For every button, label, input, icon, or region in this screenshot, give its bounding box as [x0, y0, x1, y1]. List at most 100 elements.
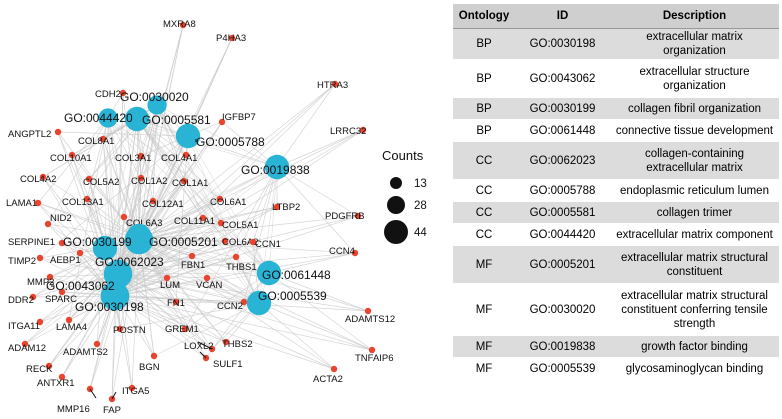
gene-label: GREM1 — [165, 324, 199, 335]
cell-description: endoplasmic reticulum lumen — [610, 179, 779, 202]
network-edge — [138, 83, 336, 241]
gene-node[interactable] — [180, 177, 188, 185]
gene-node[interactable] — [45, 362, 53, 370]
gene-node[interactable] — [228, 34, 236, 42]
gene-node[interactable] — [34, 199, 42, 207]
gene-node[interactable] — [120, 213, 128, 221]
gene-node[interactable] — [216, 195, 224, 203]
gene-node[interactable] — [199, 214, 207, 222]
gene-node[interactable] — [58, 373, 66, 381]
gene-node[interactable] — [128, 384, 136, 392]
network-edge — [138, 206, 278, 237]
gene-node[interactable] — [359, 126, 367, 134]
network-edge — [61, 239, 140, 293]
gene-label: COL5A1 — [222, 220, 258, 231]
legend-circle-large — [384, 220, 408, 244]
go-term-node[interactable] — [147, 95, 167, 115]
gene-node[interactable] — [351, 249, 359, 257]
network-edge — [138, 235, 260, 304]
gene-node[interactable] — [58, 288, 66, 296]
network-edge — [117, 273, 213, 350]
gene-node[interactable] — [93, 340, 101, 348]
network-edge — [104, 117, 109, 249]
gene-node[interactable] — [54, 128, 62, 136]
gene-node[interactable] — [179, 21, 187, 29]
network-edge — [48, 295, 116, 367]
network-edge — [117, 273, 373, 351]
cell-description: extracellular matrix component — [610, 223, 779, 246]
go-term-node[interactable] — [100, 281, 130, 311]
go-term-label: GO:0061448 — [262, 268, 331, 282]
gene-node[interactable] — [44, 220, 52, 228]
gene-label: MMP16 — [57, 404, 90, 415]
gene-node[interactable] — [163, 274, 171, 282]
gene-node[interactable] — [65, 316, 73, 324]
gene-node[interactable] — [99, 135, 107, 143]
gene-node[interactable] — [85, 175, 93, 183]
gene-node[interactable] — [249, 238, 257, 246]
go-term-node[interactable] — [264, 154, 290, 180]
gene-node[interactable] — [68, 151, 76, 159]
go-term-label: GO:0030199 — [63, 235, 132, 249]
gene-label: SERPINE1 — [8, 237, 55, 248]
go-term-node[interactable] — [124, 106, 150, 132]
gene-node[interactable] — [36, 318, 44, 326]
gene-node[interactable] — [232, 253, 240, 261]
gene-node[interactable] — [76, 249, 84, 257]
gene-label: ANTXR1 — [37, 378, 74, 389]
gene-node[interactable] — [83, 195, 91, 203]
gene-label: COL6A1 — [210, 197, 246, 208]
gene-node[interactable] — [330, 365, 338, 373]
gene-node[interactable] — [137, 174, 145, 182]
cell-description: extracellular structure organization — [610, 59, 779, 98]
gene-node[interactable] — [116, 325, 124, 333]
network-edge — [136, 118, 270, 274]
gene-node[interactable] — [354, 212, 362, 220]
gene-node[interactable] — [181, 325, 189, 333]
gene-node[interactable] — [29, 293, 37, 301]
go-term-label: GO:0043062 — [46, 279, 115, 293]
gene-node[interactable] — [218, 118, 226, 126]
go-term-node[interactable] — [126, 223, 152, 249]
gene-node[interactable] — [182, 151, 190, 159]
go-term-node[interactable] — [175, 123, 201, 149]
go-term-node[interactable] — [98, 108, 118, 128]
go-term-node[interactable] — [92, 235, 118, 261]
gene-node[interactable] — [149, 197, 157, 205]
go-term-node[interactable] — [256, 260, 282, 286]
gene-node[interactable] — [217, 219, 225, 227]
gene-label: COL4A1 — [161, 153, 197, 164]
gene-node[interactable] — [46, 273, 54, 281]
gene-node[interactable] — [58, 239, 66, 247]
go-term-node[interactable] — [246, 290, 272, 316]
gene-node[interactable] — [368, 346, 376, 354]
network-edge — [138, 206, 278, 241]
gene-node[interactable] — [364, 307, 372, 315]
network-edge — [104, 104, 158, 249]
gene-node[interactable] — [137, 152, 145, 160]
network-edge — [187, 135, 278, 168]
network-edge — [136, 118, 260, 304]
gene-node[interactable] — [222, 338, 230, 346]
gene-label: ADAMTS12 — [345, 314, 395, 325]
go-term-node[interactable] — [103, 259, 133, 289]
gene-label: RECK — [26, 364, 53, 375]
network-edge — [86, 117, 109, 200]
gene-label: P4HA3 — [216, 33, 246, 44]
gene-node[interactable] — [39, 173, 47, 181]
gene-label: THBS1 — [226, 262, 257, 273]
gene-node[interactable] — [36, 254, 44, 262]
gene-node[interactable] — [331, 80, 339, 88]
gene-node[interactable] — [240, 298, 248, 306]
gene-label: NID2 — [50, 213, 72, 224]
gene-node[interactable] — [172, 298, 180, 306]
gene-node[interactable] — [203, 274, 211, 282]
gene-node[interactable] — [150, 352, 158, 360]
gene-node[interactable] — [188, 252, 196, 260]
gene-node[interactable] — [21, 340, 29, 348]
gene-node[interactable] — [119, 89, 127, 97]
network-edge — [138, 235, 155, 357]
gene-node[interactable] — [221, 237, 229, 245]
gene-node[interactable] — [273, 203, 281, 211]
